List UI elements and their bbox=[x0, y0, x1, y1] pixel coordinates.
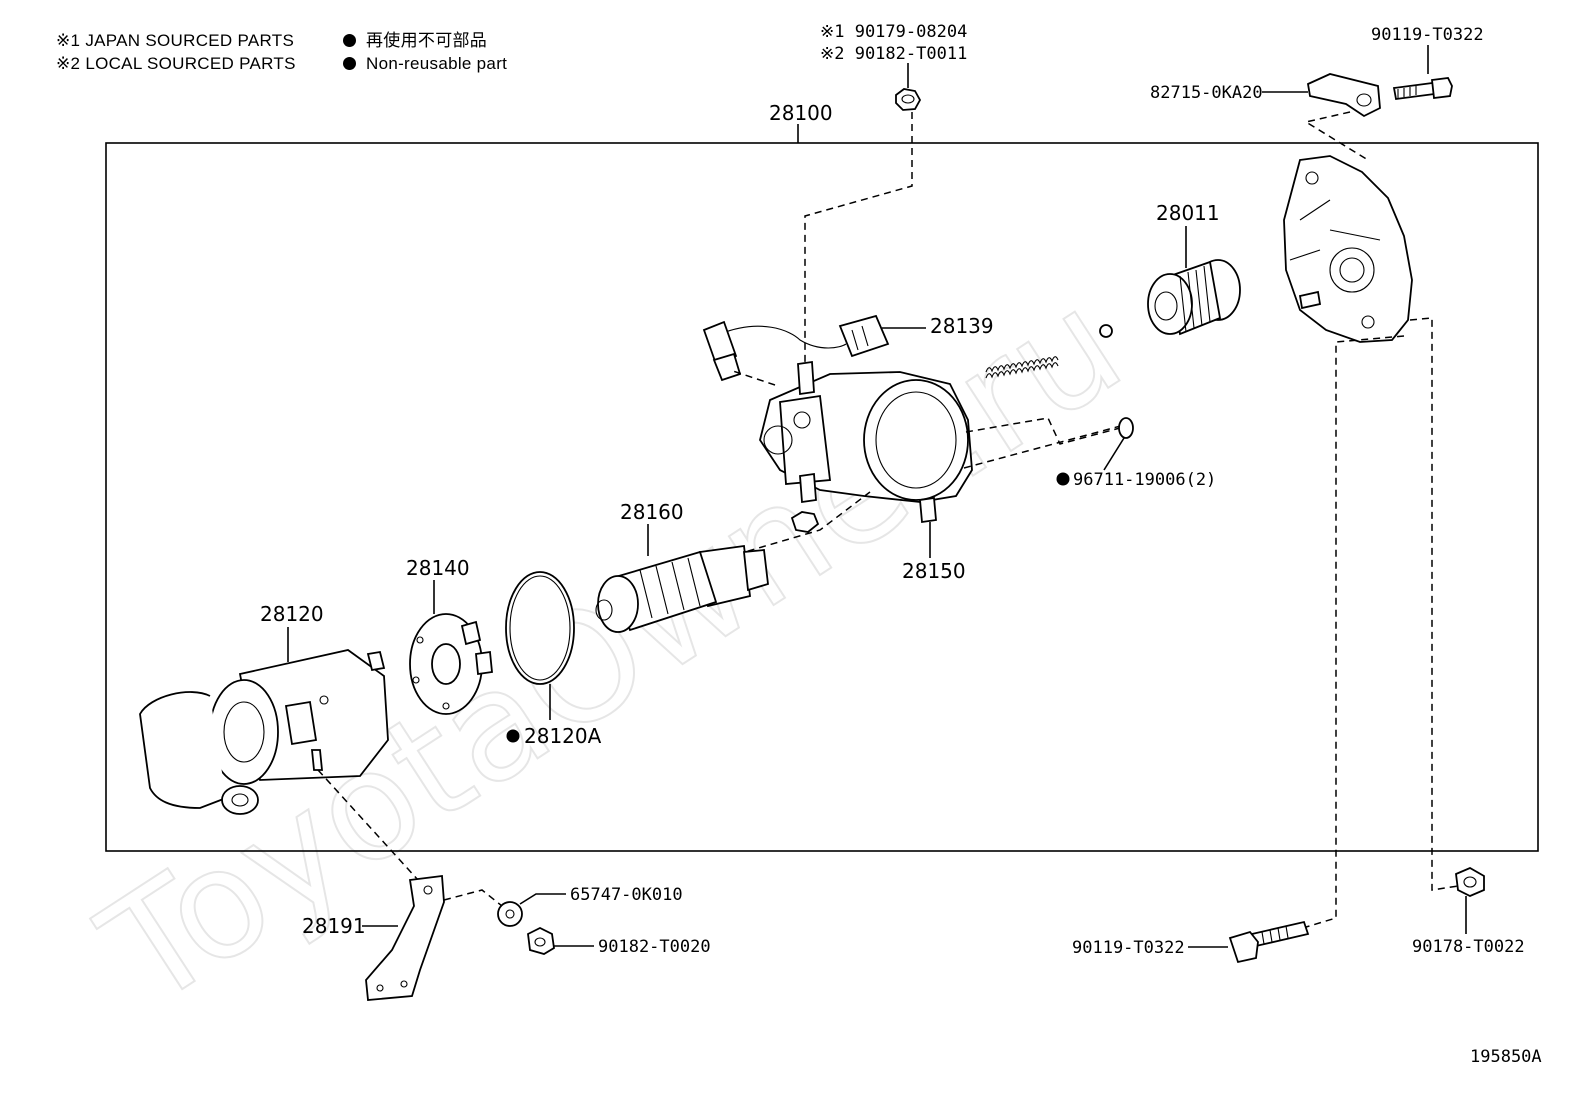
bolt-90119-top[interactable] bbox=[1392, 77, 1453, 101]
label-82715-0ka20[interactable]: 82715-0KA20 bbox=[1150, 83, 1263, 103]
diagram-code: 195850A bbox=[1470, 1047, 1542, 1067]
nut-lower-housing[interactable] bbox=[790, 511, 820, 533]
label-28191[interactable]: 28191 bbox=[302, 914, 366, 938]
o-ring-96711[interactable] bbox=[1118, 417, 1134, 439]
watermark: ToyotaOwner.ru bbox=[74, 257, 1151, 1040]
legend-non-reusable-ja-text: 再使用不可部品 bbox=[366, 31, 488, 50]
label-28100[interactable]: 28100 bbox=[769, 101, 833, 125]
label-28140[interactable]: 28140 bbox=[406, 556, 470, 580]
pinion-gear-28011[interactable] bbox=[1147, 259, 1241, 336]
armature-28160[interactable] bbox=[595, 544, 769, 633]
label-90182-t0011[interactable]: ※2 90182-T0011 bbox=[820, 44, 967, 64]
yoke-lead-wire[interactable] bbox=[139, 691, 259, 815]
label-28139[interactable]: 28139 bbox=[930, 314, 994, 338]
label-90119-t0322-top[interactable]: 90119-T0322 bbox=[1371, 25, 1484, 45]
label-28120[interactable]: 28120 bbox=[260, 602, 324, 626]
nut-90182-t0020[interactable] bbox=[527, 926, 555, 955]
nut-90179[interactable] bbox=[895, 88, 922, 111]
legend-non-reusable-ja: 再使用不可部品 bbox=[343, 30, 487, 52]
label-90119-t0322-bottom[interactable]: 90119-T0322 bbox=[1072, 938, 1185, 958]
bolt-90119-bottom[interactable] bbox=[1228, 920, 1310, 964]
yoke-28120[interactable] bbox=[209, 649, 389, 785]
nut-90178-t0022[interactable] bbox=[1455, 866, 1485, 897]
non-reusable-dot-icon bbox=[506, 729, 520, 743]
non-reusable-dot-icon bbox=[343, 57, 356, 70]
label-28150[interactable]: 28150 bbox=[902, 559, 966, 583]
lead-wire-28139[interactable] bbox=[702, 314, 890, 382]
o-ring-28120a[interactable] bbox=[505, 571, 575, 685]
label-96711-19006[interactable]: 96711-19006(2) bbox=[1073, 470, 1216, 490]
drive-housing[interactable] bbox=[1283, 155, 1413, 343]
assembly-box-28100 bbox=[105, 142, 1539, 852]
brush-holder-28140[interactable] bbox=[409, 613, 493, 715]
bracket-82715[interactable] bbox=[1306, 73, 1381, 118]
label-90179-08204[interactable]: ※1 90179-08204 bbox=[820, 22, 967, 42]
washer-65747[interactable] bbox=[497, 901, 523, 927]
legend-non-reusable-en: Non-reusable part bbox=[343, 53, 507, 75]
label-28120a[interactable]: 28120A bbox=[524, 724, 602, 748]
label-65747-0k010[interactable]: 65747-0K010 bbox=[570, 885, 683, 905]
bracket-28191[interactable] bbox=[365, 874, 445, 1001]
legend-local-sourced: ※2 LOCAL SOURCED PARTS bbox=[56, 54, 296, 73]
legend-non-reusable-en-text: Non-reusable part bbox=[366, 54, 508, 73]
label-90182-t0020[interactable]: 90182-T0020 bbox=[598, 937, 711, 957]
housing-28150[interactable] bbox=[759, 360, 973, 524]
return-spring[interactable] bbox=[985, 356, 1059, 379]
non-reusable-dot-icon bbox=[1056, 472, 1070, 486]
label-90178-t0022[interactable]: 90178-T0022 bbox=[1412, 937, 1525, 957]
label-28011[interactable]: 28011 bbox=[1156, 201, 1220, 225]
non-reusable-dot-icon bbox=[343, 34, 356, 47]
label-28160[interactable]: 28160 bbox=[620, 500, 684, 524]
steel-ball[interactable] bbox=[1099, 324, 1113, 338]
legend-japan-sourced: ※1 JAPAN SOURCED PARTS bbox=[56, 31, 295, 50]
